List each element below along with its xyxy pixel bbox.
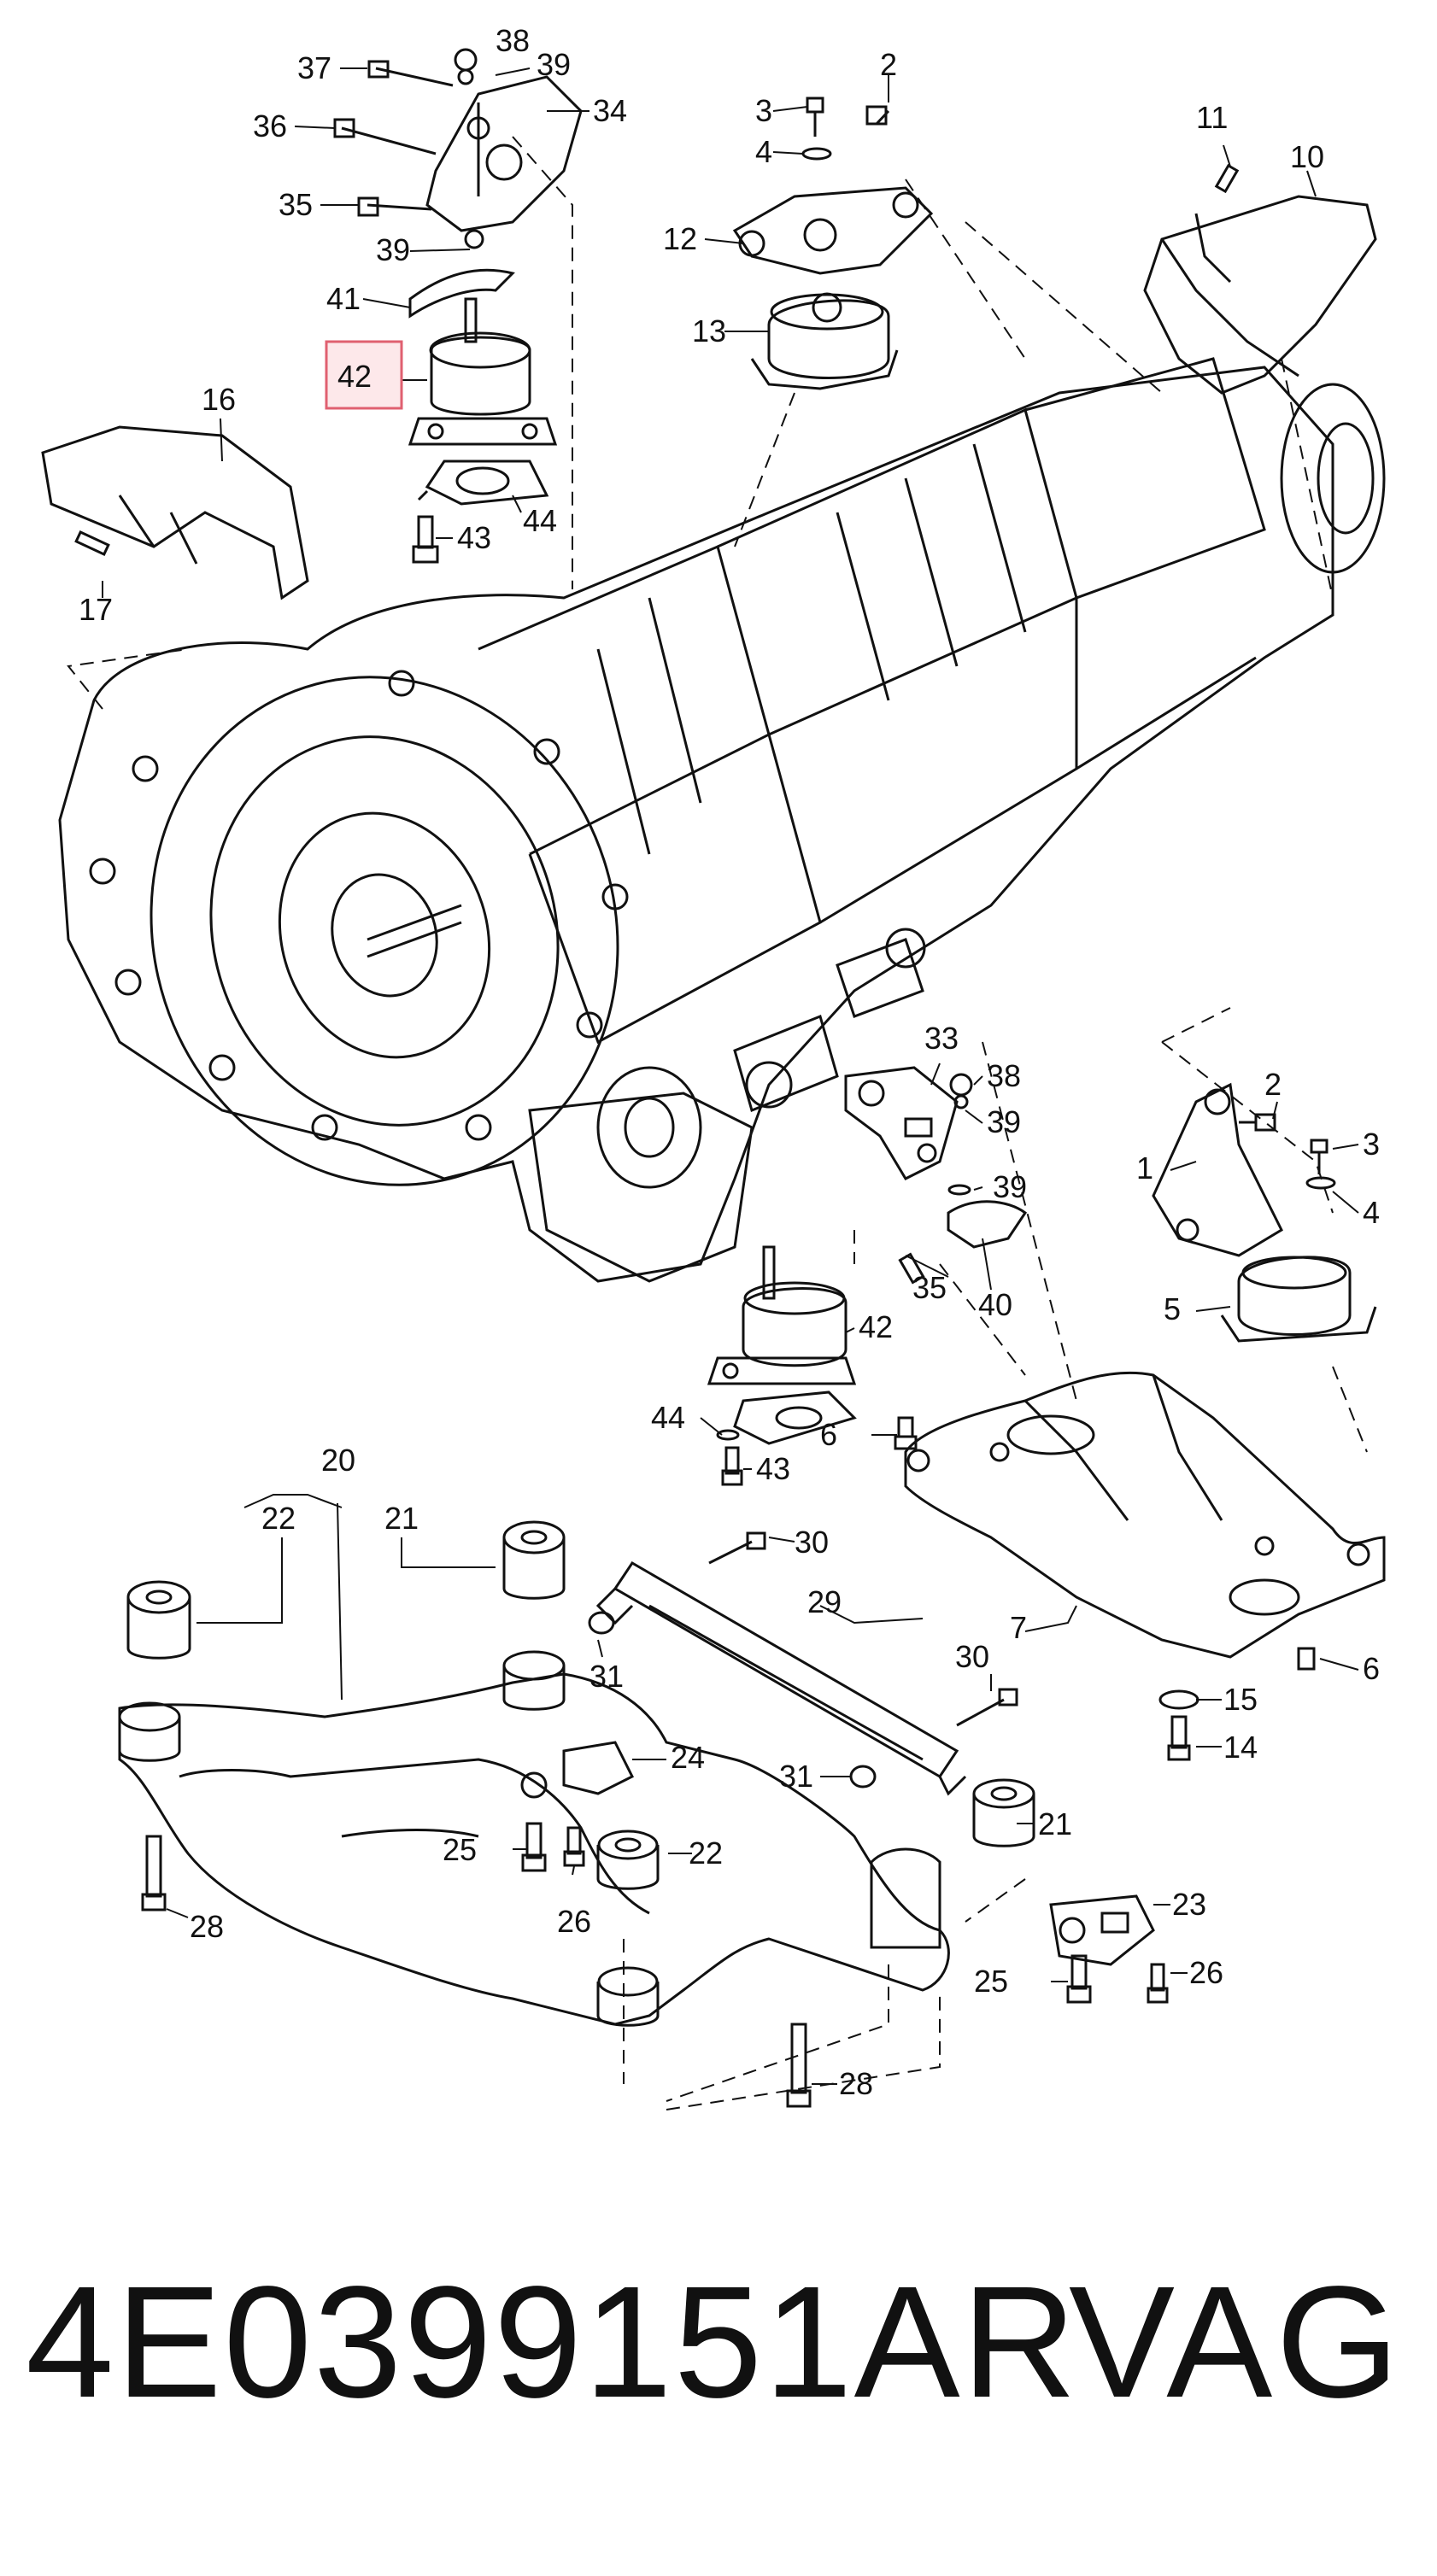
callout-39: 39 (376, 232, 410, 267)
callout-3: 3 (1363, 1127, 1380, 1162)
callout-35: 35 (912, 1270, 947, 1305)
center-shield-40 (947, 1073, 1028, 1249)
left-mount-bracket (333, 48, 583, 249)
left-heat-shield-41 (408, 268, 515, 319)
callout-leaders (102, 67, 1359, 2085)
callout-33: 33 (924, 1021, 959, 1056)
callout-26: 26 (1189, 1955, 1223, 1990)
right-mount-5 (1220, 1256, 1377, 1343)
gearbox-housing (58, 357, 1386, 1283)
callout-23: 23 (1172, 1887, 1206, 1922)
callout-10: 10 (1290, 139, 1324, 174)
callout-43: 43 (756, 1451, 790, 1486)
center-bracket-33 (844, 1066, 959, 1180)
callout-43: 43 (457, 520, 491, 555)
callout-26: 26 (557, 1904, 591, 1939)
highlight-box-42 (325, 340, 403, 410)
callout-28: 28 (839, 2066, 873, 2101)
callout-36: 36 (253, 108, 287, 143)
callout-25: 25 (443, 1832, 477, 1867)
callout-12: 12 (663, 221, 697, 256)
part-number: 4E0399151AR (26, 2254, 1078, 2431)
callout-44: 44 (651, 1400, 685, 1435)
left-heat-shield-16 (41, 425, 309, 600)
callout-4: 4 (755, 134, 772, 169)
callout-7: 7 (1010, 1610, 1027, 1645)
callout-15: 15 (1223, 1682, 1258, 1717)
callout-38: 38 (987, 1058, 1021, 1093)
exploded-parts-diagram: 37 38 39 34 36 35 39 41 42 43 44 16 17 2… (41, 23, 1386, 2111)
callout-28: 28 (190, 1909, 224, 1944)
callout-25: 25 (974, 1964, 1008, 1999)
callout-2: 2 (880, 47, 897, 82)
callout-17: 17 (79, 592, 113, 627)
callout-16: 16 (202, 382, 236, 417)
callout-4: 4 (1363, 1195, 1380, 1230)
callout-1: 1 (1136, 1150, 1153, 1186)
top-mount-bracket-12 (732, 186, 934, 275)
left-gearbox-mount-42 (408, 297, 558, 446)
top-bolts-2-3-4 (801, 97, 890, 161)
callout-44: 44 (523, 503, 557, 538)
callout-labels: 37 38 39 34 36 35 39 41 42 43 44 16 17 2… (79, 23, 1380, 2101)
callout-42-highlighted: 42 (337, 359, 372, 394)
right-crossmember-7 (904, 1371, 1386, 1761)
right-mount-bracket-1 (1152, 1082, 1283, 1257)
brand-name: VAG (1069, 2254, 1403, 2431)
callout-21: 21 (384, 1501, 419, 1536)
callout-20: 20 (321, 1443, 355, 1478)
callout-22: 22 (261, 1501, 296, 1536)
left-gasket-44 (412, 460, 549, 564)
right-bolts-2-3-4 (1239, 1113, 1336, 1190)
front-subframe (118, 1520, 1169, 2108)
callout-41: 41 (326, 281, 361, 316)
callout-31: 31 (779, 1759, 813, 1794)
dashed-assembly-lines (67, 136, 1368, 2111)
callout-6: 6 (1363, 1651, 1380, 1686)
callout-31: 31 (589, 1659, 624, 1694)
callout-40: 40 (978, 1287, 1012, 1322)
callout-39: 39 (537, 47, 571, 82)
callout-38: 38 (496, 23, 530, 58)
callout-14: 14 (1223, 1730, 1258, 1765)
callout-13: 13 (692, 313, 726, 348)
callout-42: 42 (859, 1309, 893, 1344)
callout-2: 2 (1264, 1067, 1282, 1102)
callout-30: 30 (795, 1525, 829, 1560)
callout-11: 11 (1196, 100, 1228, 135)
callout-29: 29 (807, 1584, 842, 1619)
center-mount-42 (707, 1245, 857, 1385)
center-crossbar-29 (588, 1531, 1018, 1796)
callout-6: 6 (820, 1417, 837, 1452)
callout-21: 21 (1038, 1806, 1072, 1841)
callout-39: 39 (993, 1169, 1027, 1204)
callout-30: 30 (955, 1639, 989, 1674)
callout-35: 35 (279, 187, 313, 222)
callout-24: 24 (671, 1740, 705, 1775)
callout-34: 34 (593, 93, 627, 128)
callout-39: 39 (987, 1104, 1021, 1139)
top-right-heat-shield-10 (1143, 163, 1377, 395)
callout-22: 22 (689, 1835, 723, 1871)
callout-5: 5 (1164, 1291, 1181, 1326)
top-mount-13 (750, 292, 899, 390)
callout-37: 37 (297, 50, 331, 85)
callout-3: 3 (755, 93, 772, 128)
